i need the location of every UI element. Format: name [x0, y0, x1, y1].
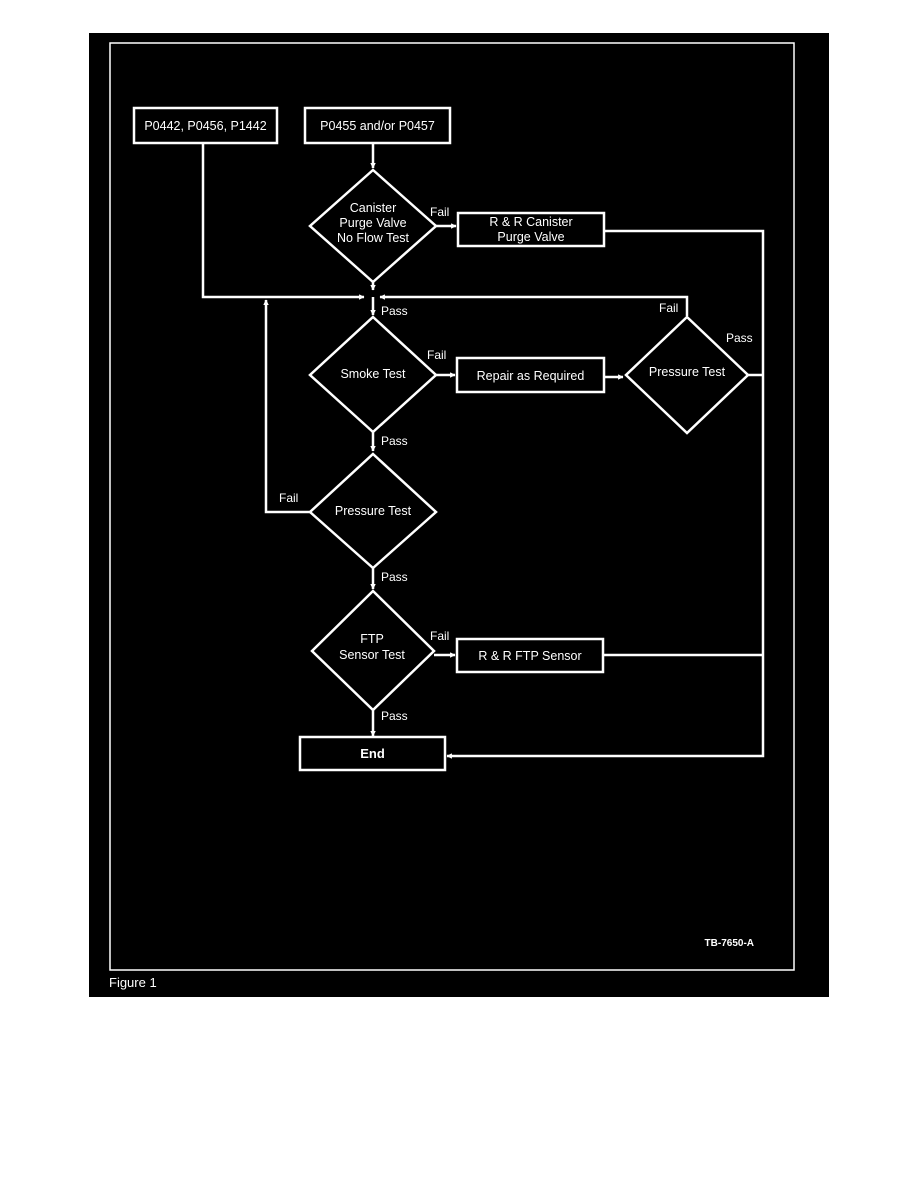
edge-label-pass-merge: Pass: [381, 304, 408, 318]
edge-label-fail-canister: Fail: [430, 205, 449, 219]
canister-decision: [308, 168, 438, 284]
pressure-right-label: Pressure Test: [649, 365, 726, 379]
ftp-decision: [310, 589, 436, 712]
edge-label-pass-smoke: Pass: [381, 434, 408, 448]
smoke-decision: [308, 315, 438, 434]
reference-code: TB-7650-A: [705, 938, 754, 949]
edge-label-pass-pressure-left: Pass: [381, 570, 408, 584]
rr-ftp-box: [455, 637, 605, 674]
canister-label-2: Purge Valve: [339, 216, 406, 230]
connector-start-a-to-merge: [201, 143, 365, 300]
start-b-label: P0455 and/or P0457: [320, 119, 435, 133]
rr-canister-label-1: R & R Canister: [489, 215, 572, 229]
edge-label-fail-pressure-right: Fail: [659, 301, 678, 315]
edge-label-pass-ftp: Pass: [381, 709, 408, 723]
pressure-left-decision: [308, 452, 438, 570]
rr-ftp-label: R & R FTP Sensor: [478, 649, 581, 663]
connector-pressure-right-fail: [379, 294, 689, 316]
pressure-left-label: Pressure Test: [335, 504, 412, 518]
ftp-label-2: Sensor Test: [339, 648, 405, 662]
ftp-label-1: FTP: [360, 632, 384, 646]
canister-label-1: Canister: [350, 201, 397, 215]
start-box-p0455: [303, 106, 452, 145]
rr-canister-label-2: Purge Valve: [497, 230, 564, 244]
edge-label-fail-pressure-left: Fail: [279, 491, 298, 505]
figure-caption: Figure 1: [109, 975, 157, 990]
repair-box: [455, 356, 606, 394]
pressure-right-decision: [624, 315, 750, 435]
rr-canister-box: [456, 211, 606, 248]
edge-label-fail-smoke: Fail: [427, 348, 446, 362]
smoke-label: Smoke Test: [340, 367, 406, 381]
connector-return-rail: [446, 229, 765, 759]
connector-pressure-left-fail: [263, 299, 310, 514]
inner-frame: [109, 42, 795, 971]
start-a-label: P0442, P0456, P1442: [144, 119, 266, 133]
start-box-p0442: [132, 106, 279, 145]
end-label: End: [360, 746, 385, 761]
canister-label-3: No Flow Test: [337, 231, 410, 245]
end-box: [298, 735, 447, 772]
figure-panel: [89, 33, 829, 997]
edge-label-fail-ftp: Fail: [430, 629, 449, 643]
repair-label: Repair as Required: [477, 369, 585, 383]
edge-label-pass-pressure-right: Pass: [726, 331, 753, 345]
